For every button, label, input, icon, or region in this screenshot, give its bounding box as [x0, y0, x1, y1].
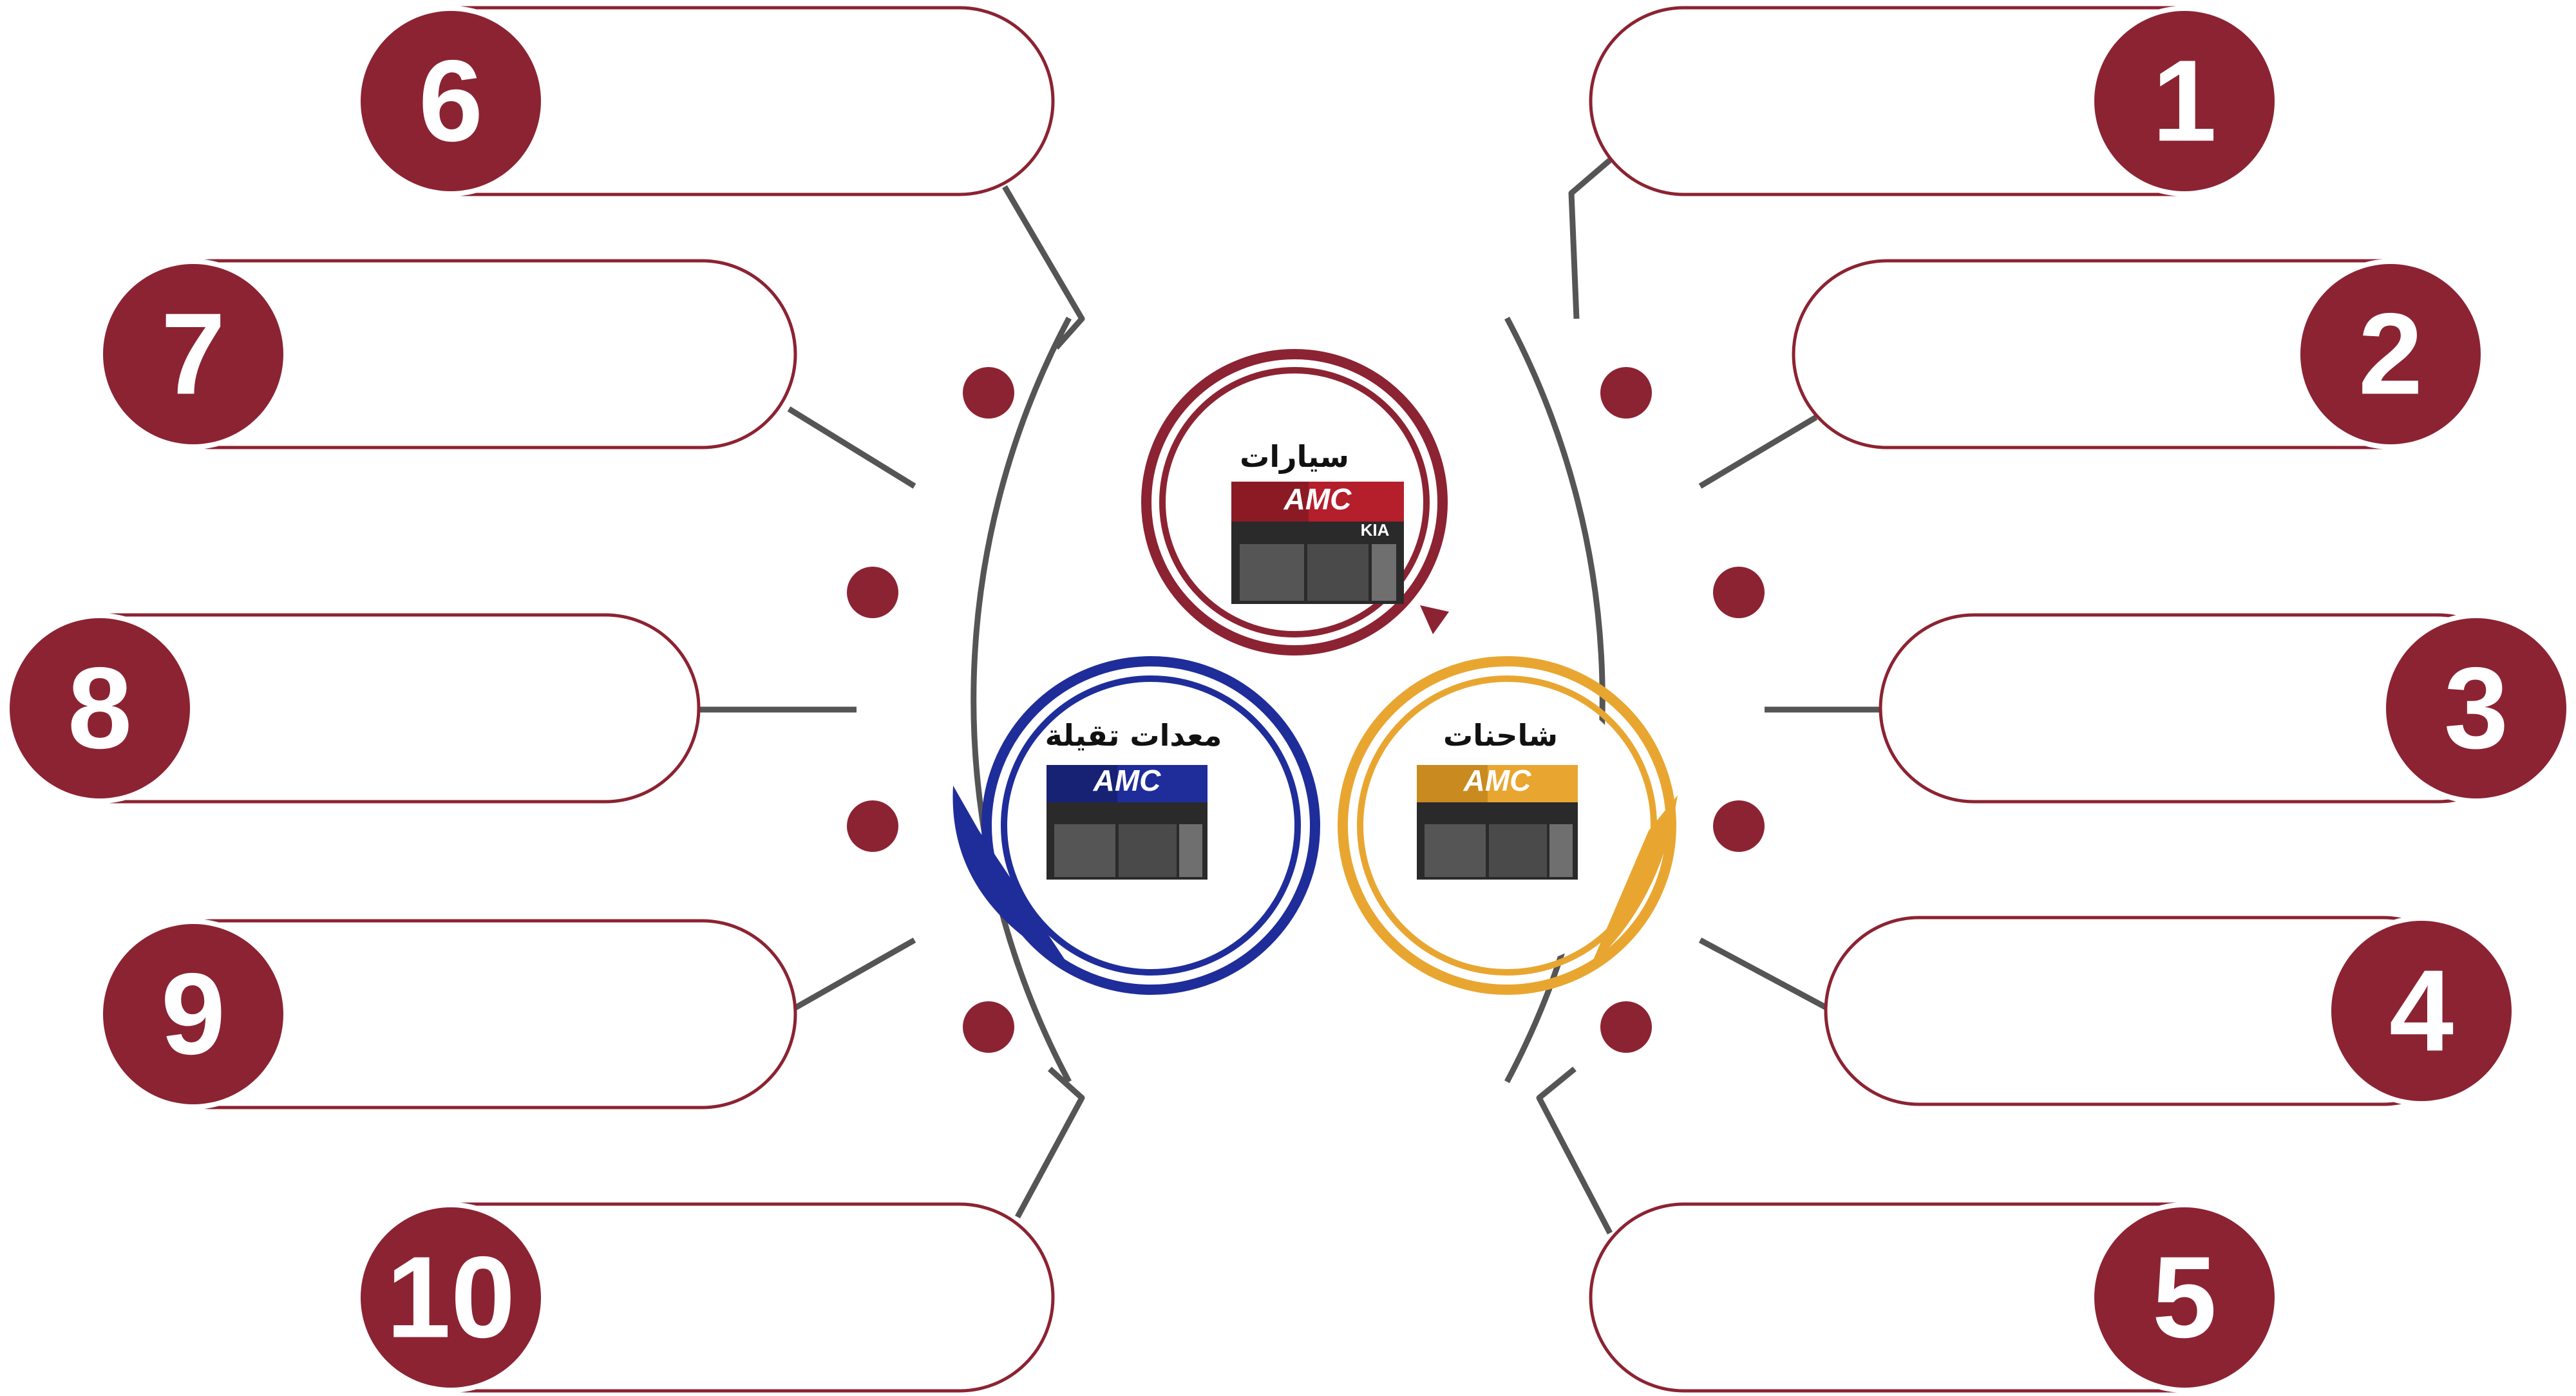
trucks-arrow-icon: [1591, 795, 1678, 966]
cars-brand-mark: KIA: [1361, 520, 1390, 540]
badge-number: 2: [2358, 290, 2423, 419]
cars-storefront: AMC KIA: [1231, 482, 1404, 604]
right-arc: [1504, 316, 1605, 1084]
badge-number: 4: [2389, 947, 2454, 1076]
arc-dots: [847, 367, 1765, 1053]
arc-dot: [1600, 1001, 1652, 1053]
badge-7: 7: [98, 259, 289, 449]
heavy-arrow-icon: [952, 786, 1069, 966]
badge-number: 9: [161, 950, 225, 1079]
category-heavy: معدات تقيلة AMC: [952, 656, 1320, 995]
heavy-logo: AMC: [1093, 764, 1162, 797]
badge-3: 3: [2381, 613, 2571, 804]
badge-number: 1: [2152, 37, 2217, 166]
badge-2: 2: [2295, 259, 2486, 449]
arc-dot: [1713, 567, 1765, 618]
badge-number: 5: [2152, 1233, 2217, 1363]
category-cars: سيارات AMC KIA: [1141, 349, 1449, 656]
badge-6: 6: [355, 6, 546, 196]
badge-9: 9: [98, 919, 289, 1109]
connector-1: [1568, 152, 1618, 319]
heavy-outer-ring: [981, 656, 1320, 995]
badge-number: 8: [68, 644, 132, 773]
cars-arrow-icon: [1420, 605, 1449, 634]
cars-logo: AMC: [1283, 482, 1352, 516]
cars-label: سيارات: [1240, 439, 1349, 474]
heavy-label: معدات تقيلة: [1045, 718, 1222, 753]
connector-9: [793, 938, 916, 1010]
badge-10: 10: [355, 1202, 546, 1393]
arc-dot: [1713, 800, 1765, 852]
badge-number: 7: [161, 290, 225, 419]
connector-2: [1698, 415, 1818, 489]
arc-dot: [1600, 367, 1652, 419]
badge-number: 10: [386, 1233, 515, 1363]
connector-6: [1002, 185, 1085, 350]
left-arc: [971, 316, 1072, 1084]
badge-5: 5: [2089, 1202, 2280, 1393]
trucks-logo: AMC: [1463, 764, 1532, 797]
heavy-inner-ring: [1001, 675, 1301, 976]
arc-dot: [847, 800, 898, 852]
badge-number: 6: [419, 37, 483, 166]
connector-10: [1015, 1066, 1085, 1219]
connector-7: [787, 406, 916, 489]
arc-dot: [847, 567, 898, 618]
trucks-label: شاحنات: [1443, 718, 1558, 753]
connector-4: [1698, 938, 1831, 1012]
trucks-storefront: AMC: [1417, 764, 1578, 880]
heavy-storefront: AMC: [1046, 764, 1208, 880]
cars-inner-ring: [1159, 367, 1430, 637]
arc-dot: [963, 367, 1014, 419]
arc-dot: [963, 1001, 1014, 1053]
category-trucks: شاحنات AMC: [1338, 656, 1678, 995]
badge-1: 1: [2089, 6, 2280, 196]
number-badges: 1 2 3 4 5 6 7 8: [5, 6, 2571, 1393]
badge-number: 3: [2444, 644, 2508, 773]
item-pills: [21, 6, 2533, 1393]
badge-4: 4: [2326, 916, 2517, 1106]
cars-outer-ring: [1141, 349, 1448, 656]
connector-5: [1536, 1066, 1613, 1235]
badge-8: 8: [5, 613, 195, 804]
